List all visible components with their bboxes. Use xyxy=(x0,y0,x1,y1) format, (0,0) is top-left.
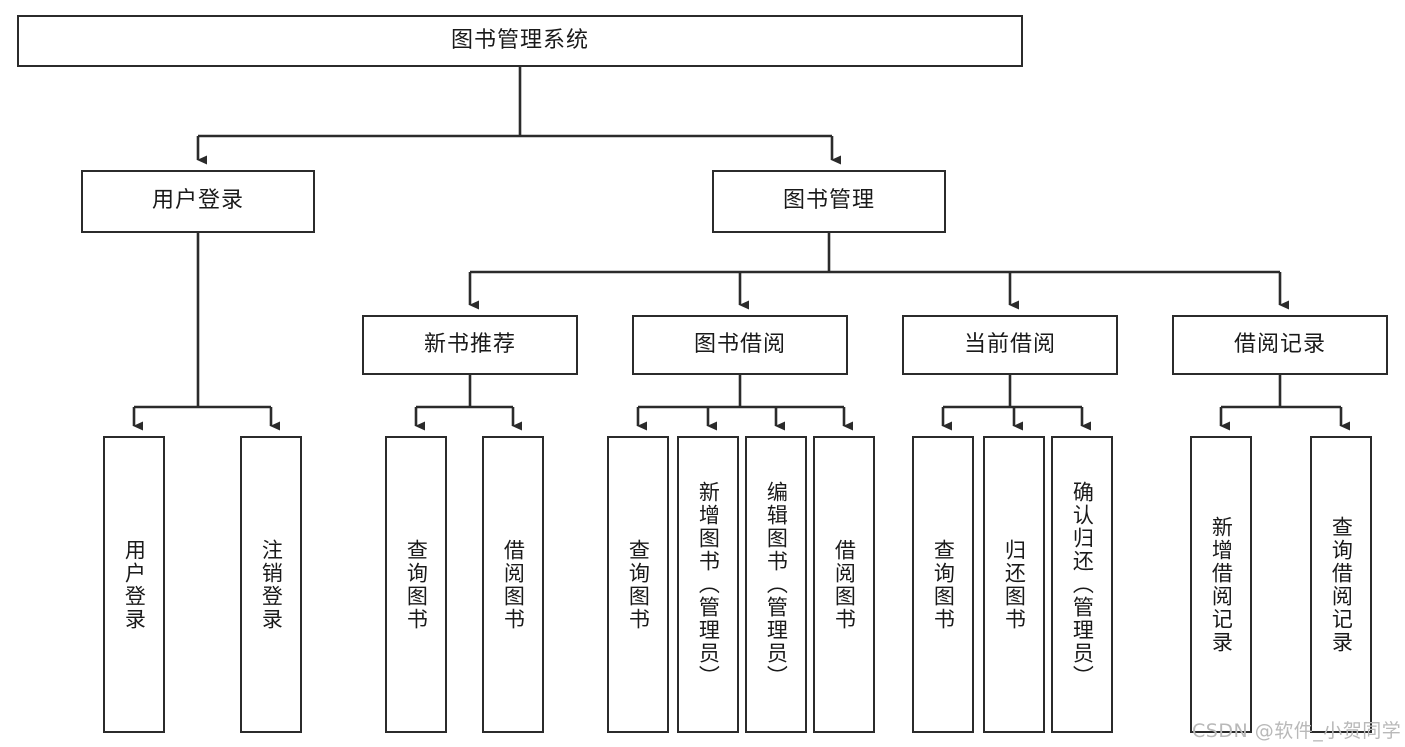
leaf-query-book-borrow[interactable]: 查询图书 xyxy=(607,436,669,733)
leaf-logout[interactable]: 注销登录 xyxy=(240,436,302,733)
node-book-management[interactable]: 图书管理 xyxy=(712,170,946,233)
leaf-label: 归还图书 xyxy=(1002,538,1027,631)
leaf-label: 新增借阅记录 xyxy=(1209,515,1234,654)
node-label: 图书管理系统 xyxy=(450,27,589,53)
leaf-user-login[interactable]: 用户登录 xyxy=(103,436,165,733)
leaf-label: 查询图书 xyxy=(626,538,651,631)
leaf-label: 新增图书（管理员） xyxy=(696,481,721,688)
leaf-label: 借阅图书 xyxy=(832,538,857,631)
node-current-borrow[interactable]: 当前借阅 xyxy=(902,315,1118,375)
leaf-label: 借阅图书 xyxy=(501,538,526,631)
leaf-query-book-recommend[interactable]: 查询图书 xyxy=(385,436,447,733)
leaf-edit-book-admin[interactable]: 编辑图书（管理员） xyxy=(745,436,807,733)
leaf-query-borrow-record[interactable]: 查询借阅记录 xyxy=(1310,436,1372,733)
leaf-label: 编辑图书（管理员） xyxy=(764,481,789,688)
leaf-borrow-book[interactable]: 借阅图书 xyxy=(813,436,875,733)
leaf-label: 确认归还（管理员） xyxy=(1070,481,1095,688)
leaf-label: 查询图书 xyxy=(931,538,956,631)
node-label: 新书推荐 xyxy=(423,331,516,357)
node-root-system[interactable]: 图书管理系统 xyxy=(17,15,1023,67)
leaf-add-borrow-record[interactable]: 新增借阅记录 xyxy=(1190,436,1252,733)
leaf-borrow-book-recommend[interactable]: 借阅图书 xyxy=(482,436,544,733)
node-label: 图书管理 xyxy=(782,188,875,214)
node-label: 用户登录 xyxy=(151,188,244,214)
leaf-label: 注销登录 xyxy=(259,538,284,631)
leaf-label: 查询借阅记录 xyxy=(1329,515,1354,654)
node-user-login[interactable]: 用户登录 xyxy=(81,170,315,233)
node-book-borrow[interactable]: 图书借阅 xyxy=(632,315,848,375)
leaf-label: 查询图书 xyxy=(404,538,429,631)
csdn-watermark: CSDN @软件_小贺同学 xyxy=(1192,720,1402,742)
leaf-confirm-return-admin[interactable]: 确认归还（管理员） xyxy=(1051,436,1113,733)
node-new-book-recommend[interactable]: 新书推荐 xyxy=(362,315,578,375)
node-label: 当前借阅 xyxy=(963,331,1056,357)
leaf-add-book-admin[interactable]: 新增图书（管理员） xyxy=(677,436,739,733)
node-label: 图书借阅 xyxy=(693,331,786,357)
node-label: 借阅记录 xyxy=(1233,331,1326,357)
leaf-query-book-current[interactable]: 查询图书 xyxy=(912,436,974,733)
node-borrow-record[interactable]: 借阅记录 xyxy=(1172,315,1388,375)
leaf-return-book[interactable]: 归还图书 xyxy=(983,436,1045,733)
leaf-label: 用户登录 xyxy=(122,538,147,631)
